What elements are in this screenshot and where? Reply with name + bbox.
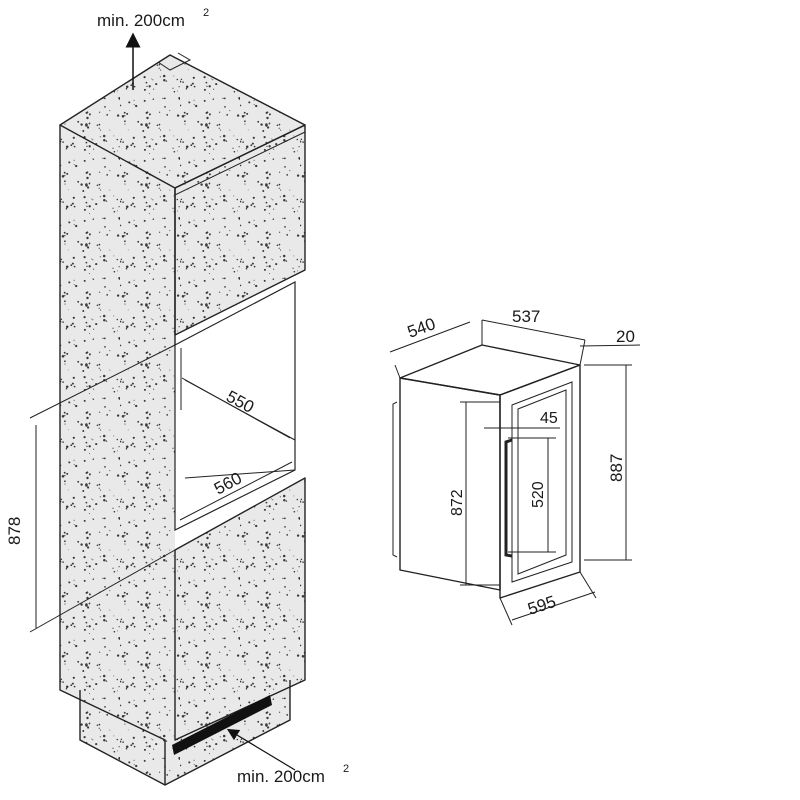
cabinet-plinth — [80, 680, 290, 785]
wine-cooler-appliance: 540 537 20 887 872 520 45 595 — [389, 307, 641, 626]
depth-body-dim-line — [481, 319, 586, 341]
door-offset-dim-line — [579, 344, 641, 347]
handle-length-label: 520 — [530, 481, 547, 508]
handle-offset-label: 45 — [540, 410, 558, 427]
depth-body-label: 537 — [512, 307, 540, 326]
cabinet-front-upper — [175, 125, 305, 335]
cabinet-top-face — [60, 55, 305, 188]
cabinet-side-lower — [60, 345, 175, 740]
width-dim-line — [511, 591, 596, 621]
height-body-label: 872 — [449, 489, 466, 516]
niche-width-dim-line — [179, 461, 293, 521]
door-glass — [511, 381, 573, 583]
bottom-vent-label: min. 200cm — [237, 767, 325, 786]
bottom-vent-grille — [172, 695, 272, 755]
bottom-vent-sup: 2 — [343, 763, 349, 775]
width-label: 595 — [525, 592, 558, 619]
top-vent-sup: 2 — [203, 7, 209, 19]
door-offset-label: 20 — [616, 327, 635, 346]
niche-depth-dim-line — [181, 377, 291, 439]
appliance-top — [399, 344, 581, 396]
granite-texture — [60, 55, 305, 785]
appliance-side — [399, 377, 501, 591]
top-vent-label: min. 200cm — [97, 11, 185, 30]
bottom-vent-arrow — [226, 728, 296, 771]
height-total-label: 887 — [607, 454, 626, 482]
depth-total-label: 540 — [405, 314, 438, 342]
niche-height-label: 878 — [5, 517, 24, 545]
door-handle — [504, 438, 513, 558]
cabinet-side-upper — [60, 125, 175, 405]
cabinet-front-lower — [175, 478, 305, 740]
depth-total-dim-line — [389, 321, 471, 353]
kitchen-cabinet: min. 200cm 2 min. 200cm 2 878 550 560 — [5, 7, 349, 786]
